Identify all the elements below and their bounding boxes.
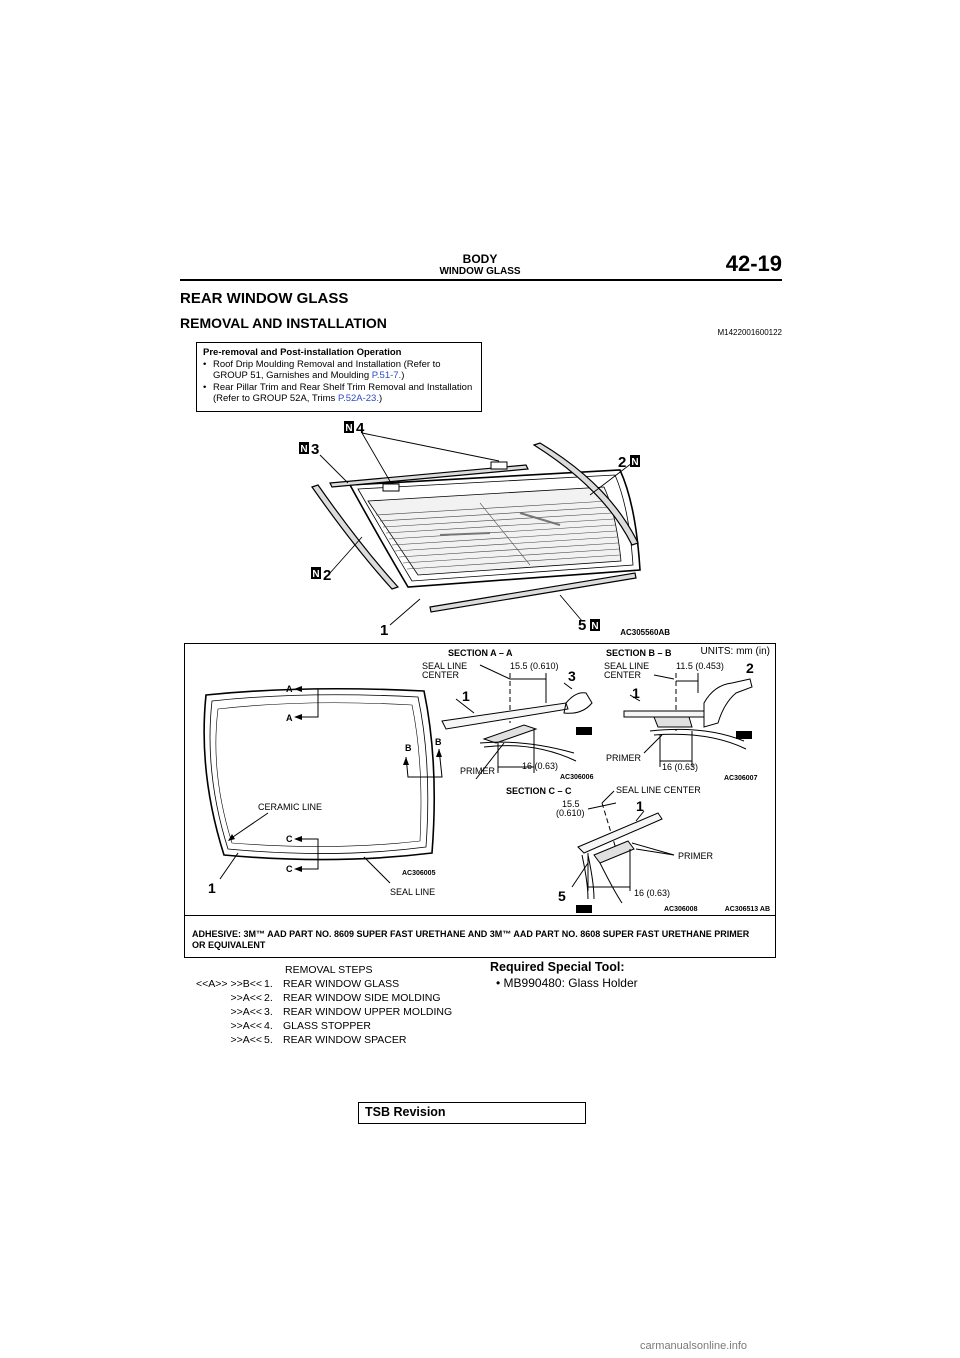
callout-2-left: 2 xyxy=(323,567,331,584)
marker-b: B xyxy=(405,743,412,753)
pre-op-link-2[interactable]: P.52A-23. xyxy=(337,393,379,404)
step-number: 5. xyxy=(264,1034,273,1046)
section-bb-center: CENTER xyxy=(604,670,642,680)
page-number: 42-19 xyxy=(725,251,782,276)
step-reference: <<A>> >>B<< xyxy=(196,978,262,990)
glass-figure-code: AC306005 xyxy=(402,870,436,877)
marker-b: B xyxy=(435,737,442,747)
section-cc-part-1: 1 xyxy=(636,798,644,814)
header-section: BODY xyxy=(462,252,498,266)
pre-op-title: Pre-removal and Post-installation Operat… xyxy=(203,347,402,358)
step-number: 1. xyxy=(264,978,273,990)
section-cc-part-5: 5 xyxy=(558,888,566,904)
section-aa-title: SECTION A – A xyxy=(448,648,513,658)
tsb-revision-box: TSB Revision xyxy=(358,1102,586,1124)
section-aa-dim1: 15.5 (0.610) xyxy=(510,661,559,671)
step-reference: >>A<< xyxy=(230,992,262,1004)
figure-code: AC305560AB xyxy=(620,628,670,637)
step-label: REAR WINDOW SPACER xyxy=(283,1034,407,1046)
step-label: REAR WINDOW GLASS xyxy=(283,978,400,990)
section-figure-box xyxy=(184,643,776,958)
bullet-icon: • xyxy=(496,976,504,990)
section-cc-primer: PRIMER xyxy=(678,851,714,861)
section-aa-center: CENTER xyxy=(422,670,460,680)
callout-2-right: 2 xyxy=(618,454,626,471)
special-tool-heading: Required Special Tool: xyxy=(490,960,625,974)
removal-steps-heading: REMOVAL STEPS xyxy=(285,964,373,976)
section-aa-part-3: 3 xyxy=(568,668,576,684)
pre-op-item-1: Roof Drip Moulding Removal and Installat… xyxy=(203,359,475,382)
step-reference: >>A<< xyxy=(230,1020,262,1032)
watermark: carmanualsonline.info xyxy=(640,1340,748,1352)
page-title: REAR WINDOW GLASS xyxy=(180,290,349,307)
marker-a: A xyxy=(286,713,293,723)
section-bb-primer: PRIMER xyxy=(606,753,642,763)
ceramic-line-label: CERAMIC LINE xyxy=(258,802,322,812)
section-aa-dim2: 16 (0.63) xyxy=(522,761,558,771)
section-cc-seal-center: SEAL LINE CENTER xyxy=(616,785,701,795)
step-label: GLASS STOPPER xyxy=(283,1020,371,1032)
pre-op-item-tail: ) xyxy=(378,393,383,404)
adhesive-note: ADHESIVE: 3M™ AAD PART NO. 8609 SUPER FA… xyxy=(192,929,750,950)
section-figure: UNITS: mm (in) A A B B C C CERAMIC LINE … xyxy=(203,646,770,913)
marker-a: A xyxy=(286,684,293,694)
step-number: 4. xyxy=(264,1020,273,1032)
section-cc-code: AC306008 xyxy=(664,906,698,913)
glass-part-1: 1 xyxy=(208,880,216,896)
pre-op-item-text: Roof Drip Moulding Removal and Installat… xyxy=(213,358,441,382)
section-bb-code: AC306007 xyxy=(724,775,758,782)
section-aa-primer: PRIMER xyxy=(460,766,496,776)
step-label: REAR WINDOW UPPER MOLDING xyxy=(283,1006,453,1018)
callout-4: 4 xyxy=(356,420,365,437)
section-bb-part-2: 2 xyxy=(746,660,754,676)
callout-n: N xyxy=(312,569,319,580)
units-label: UNITS: mm (in) xyxy=(701,646,770,657)
step-number: 3. xyxy=(264,1006,273,1018)
exploded-view-figure: N 4 N 3 2 N N 2 1 5 N AC305560AB xyxy=(299,420,670,639)
callout-n: N xyxy=(631,457,638,468)
seal-line-label: SEAL LINE xyxy=(390,887,435,897)
header-subsection: WINDOW GLASS xyxy=(439,266,521,277)
section-aa-code: AC306006 xyxy=(560,774,594,781)
page-subtitle: REMOVAL AND INSTALLATION xyxy=(180,315,387,331)
step-reference: >>A<< xyxy=(230,1006,262,1018)
special-tool-text: MB990480: Glass Holder xyxy=(503,976,638,990)
marker-c: C xyxy=(286,864,293,874)
step-number: 2. xyxy=(264,992,273,1004)
pre-op-item-tail: ) xyxy=(401,370,405,381)
section-bb-part-1: 1 xyxy=(632,685,640,701)
callout-3: 3 xyxy=(311,441,319,458)
section-cc-dim1b: (0.610) xyxy=(556,808,585,818)
header-rule xyxy=(180,279,782,281)
step-label: REAR WINDOW SIDE MOLDING xyxy=(283,992,441,1004)
section-figure-code: AC306513 AB xyxy=(725,906,770,913)
callout-5: 5 xyxy=(578,617,586,634)
section-aa-part-1: 1 xyxy=(462,688,470,704)
pre-op-item-text: Rear Pillar Trim and Rear Shelf Trim Rem… xyxy=(213,381,473,405)
section-bb-dim1: 11.5 (0.453) xyxy=(676,661,724,671)
callout-1: 1 xyxy=(380,622,388,639)
section-aa-seal: SEAL LINE xyxy=(422,661,467,671)
document-id: M1422001600122 xyxy=(717,328,782,337)
section-bb-seal: SEAL LINE xyxy=(604,661,649,671)
callout-n: N xyxy=(345,423,352,434)
marker-c: C xyxy=(286,834,293,844)
callout-n: N xyxy=(591,621,598,632)
section-bb-title: SECTION B – B xyxy=(606,648,672,658)
section-cc-dim2: 16 (0.63) xyxy=(634,888,670,898)
step-reference: >>A<< xyxy=(230,1034,262,1046)
section-bb-dim2: 16 (0.63) xyxy=(662,762,698,772)
special-tool-item: • MB990480: Glass Holder xyxy=(496,976,638,990)
pre-op-item-2: Rear Pillar Trim and Rear Shelf Trim Rem… xyxy=(203,382,475,405)
adhesive-rule xyxy=(184,915,776,916)
callout-n: N xyxy=(300,444,307,455)
pre-op-box: Pre-removal and Post-installation Operat… xyxy=(196,342,482,412)
section-cc-dim1a: 15.5 xyxy=(562,799,580,809)
section-cc-title: SECTION C – C xyxy=(506,786,572,796)
pre-op-link-1[interactable]: P.51-7. xyxy=(371,370,402,381)
